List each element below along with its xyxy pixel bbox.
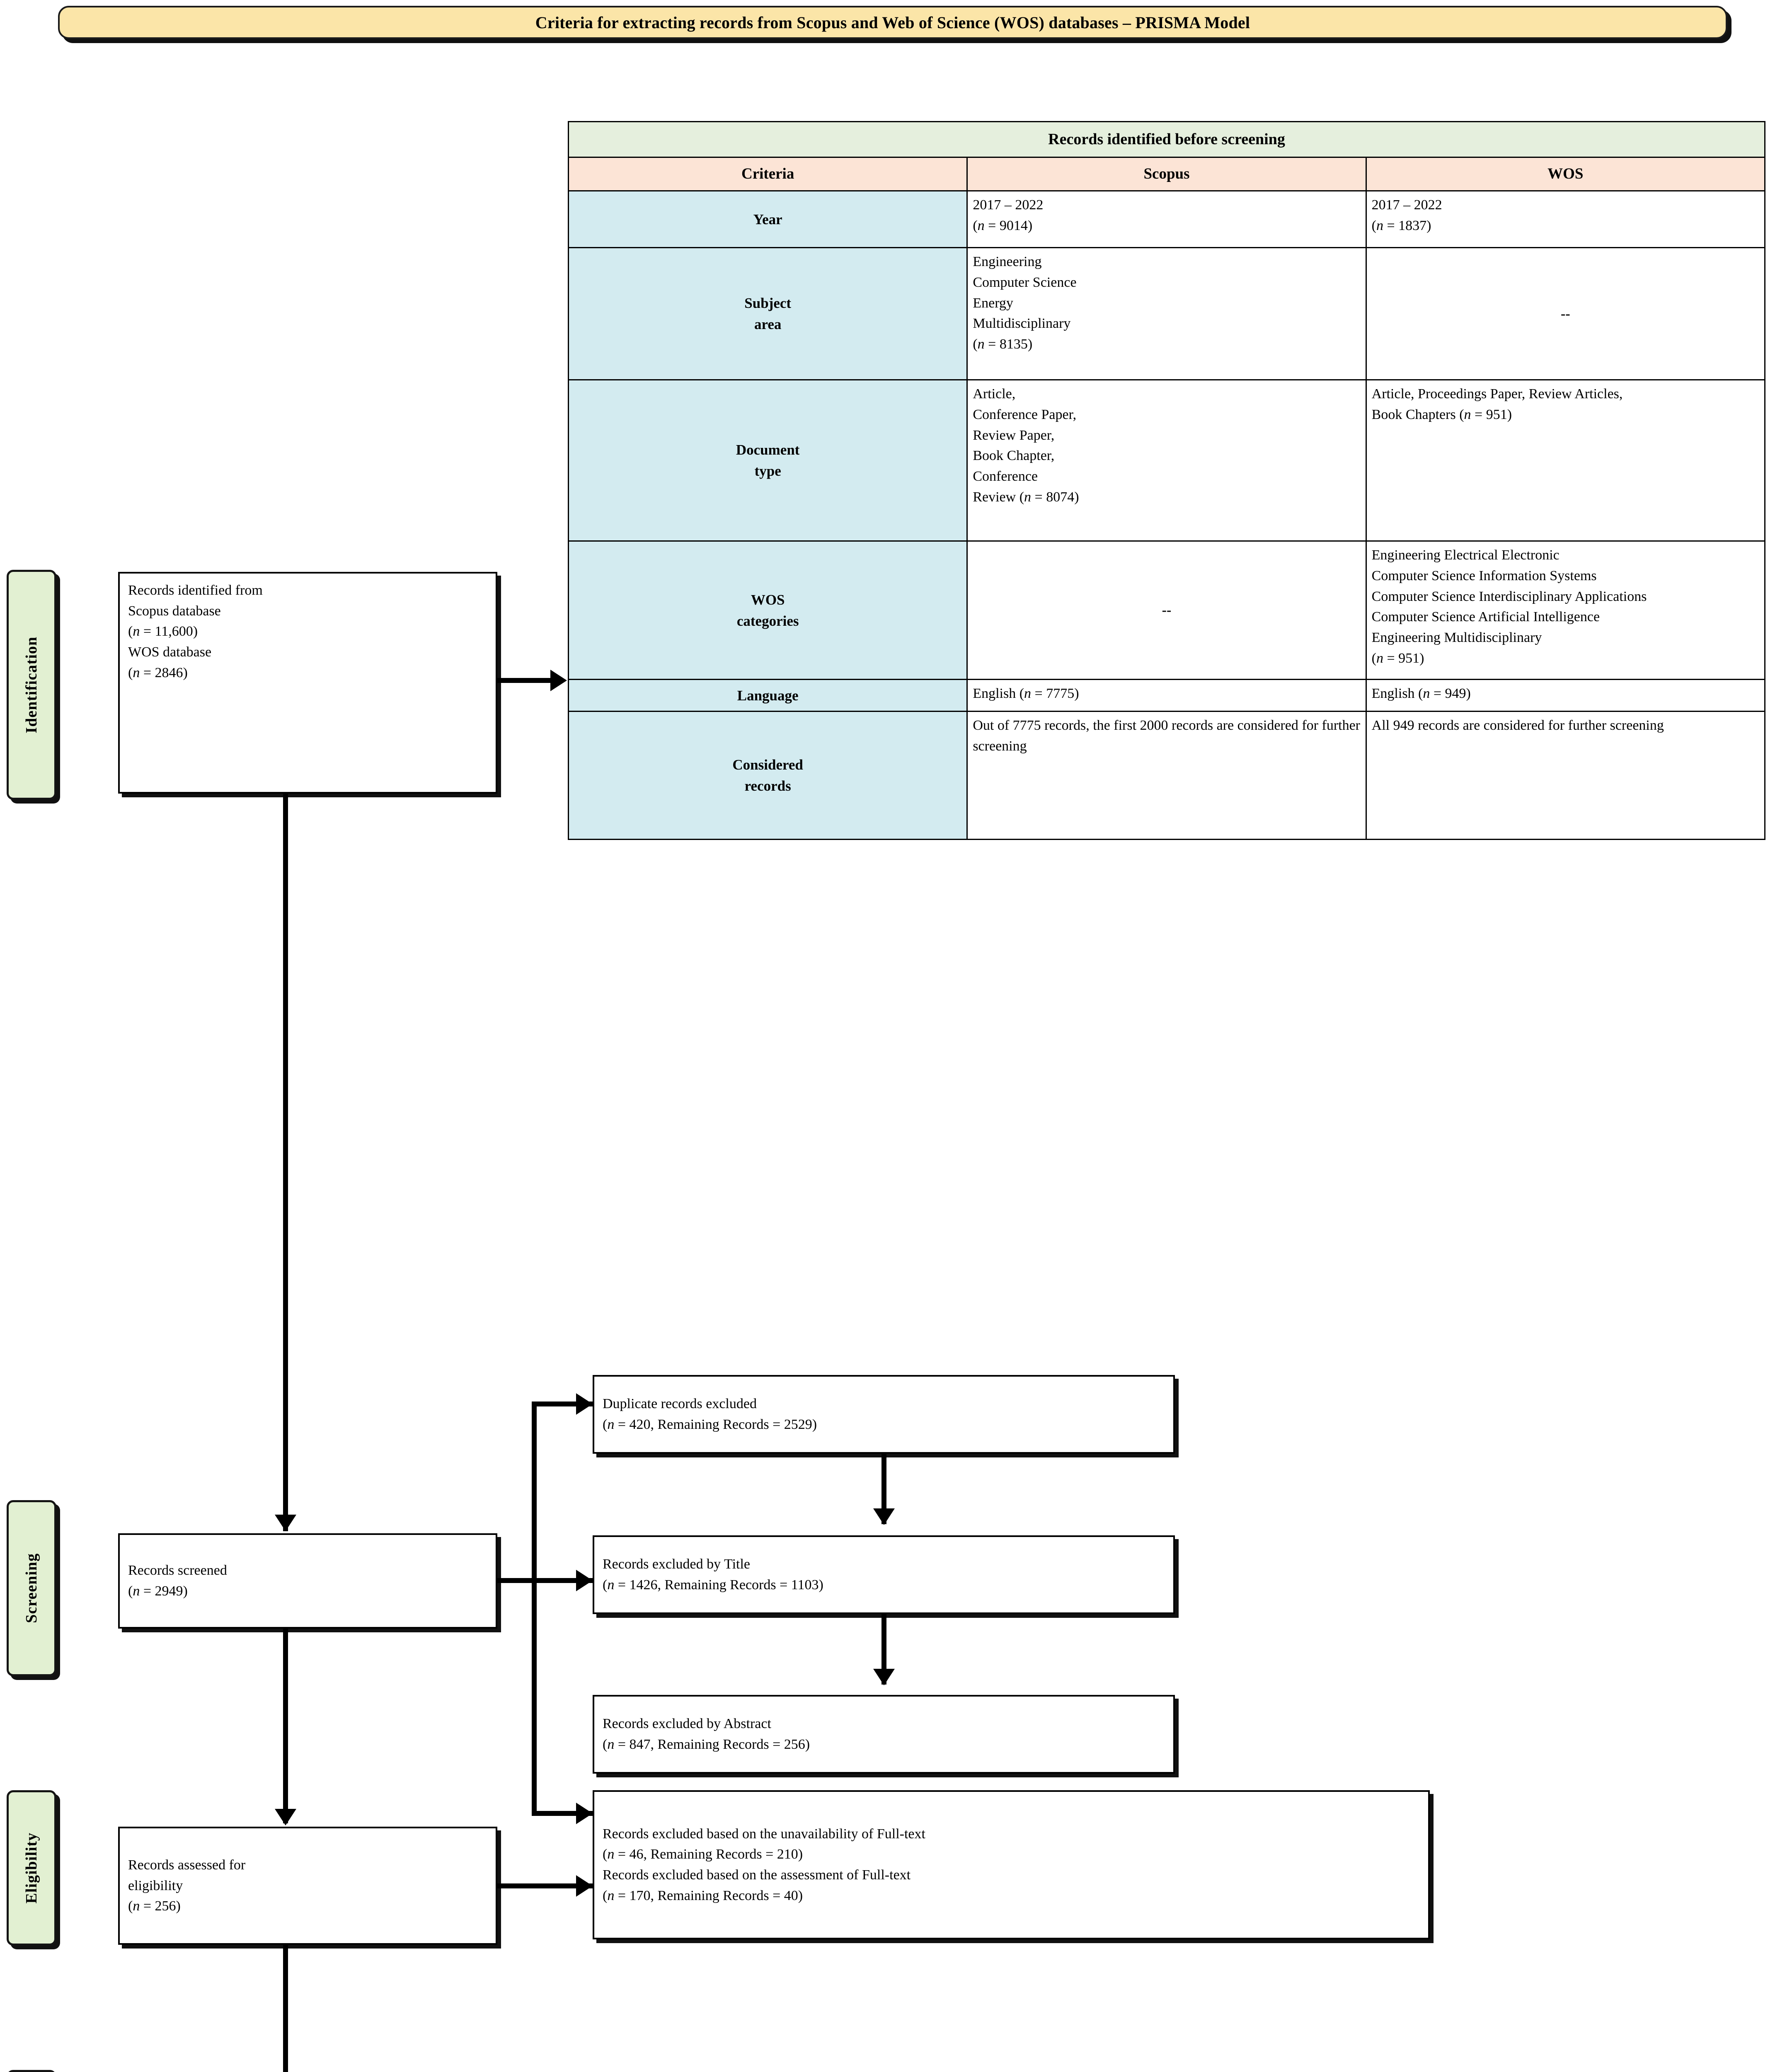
excluded-duplicate-line-2: (n = 420, Remaining Records = 2529) xyxy=(603,1417,817,1432)
col-header-wos: WOS xyxy=(1365,157,1766,192)
eligibility-line-2: eligibility xyxy=(128,1878,183,1893)
arrowhead-identification-to-screened xyxy=(275,1515,296,1531)
connector-screened-to-eligibility xyxy=(283,1629,288,1823)
connector-title-to-abstract xyxy=(881,1614,886,1685)
excluded-fulltext-line-1: Records excluded based on the unavailabi… xyxy=(603,1826,925,1842)
cell-scopus-language: English (n = 7775) xyxy=(966,679,1367,712)
records-screened-line-2: (n = 2949) xyxy=(128,1583,188,1599)
records-screened-line-1: Records screened xyxy=(128,1563,227,1578)
diagram-title-banner: Criteria for extracting records from Sco… xyxy=(58,6,1727,39)
connector-duplicate-to-title xyxy=(881,1454,886,1524)
arrowhead-branch-title xyxy=(576,1570,593,1591)
table-row: Language English (n = 7775) English (n =… xyxy=(567,679,1766,712)
stage-tab-eligibility: Eligibility xyxy=(7,1790,56,1946)
table-band-header: Records identified before screening xyxy=(568,121,1765,158)
stage-tab-identification: Identification xyxy=(7,570,56,800)
cell-scopus-considered-records: Out of 7775 records, the first 2000 reco… xyxy=(966,711,1367,840)
connector-identification-to-table xyxy=(497,678,551,683)
arrowhead-duplicate-to-title xyxy=(873,1508,895,1525)
cell-wos-considered-records: All 949 records are considered for furth… xyxy=(1365,711,1766,840)
records-identified-line-1: Records identified from xyxy=(128,583,263,598)
box-excluded-fulltext: Records excluded based on the unavailabi… xyxy=(593,1790,1430,1939)
cell-wos-year: 2017 – 2022(n = 1837) xyxy=(1365,190,1766,249)
stage-tab-screening: Screening xyxy=(7,1500,56,1676)
stage-label-eligibility: Eligibility xyxy=(23,1832,40,1904)
records-identified-line-2: Scopus database xyxy=(128,603,221,619)
box-excluded-title: Records excluded by Title (n = 1426, Rem… xyxy=(593,1535,1175,1614)
box-excluded-abstract: Records excluded by Abstract (n = 847, R… xyxy=(593,1695,1175,1774)
arrowhead-identification-to-table xyxy=(550,670,567,691)
connector-screened-branch-vertical xyxy=(532,1402,537,1816)
box-records-identified: Records identified from Scopus database … xyxy=(118,572,497,794)
connector-identification-to-screened xyxy=(283,794,288,1531)
connector-eligibility-to-fulltext xyxy=(497,1883,593,1888)
box-records-screened: Records screened (n = 2949) xyxy=(118,1533,497,1629)
connector-eligibility-to-included xyxy=(283,1945,288,2072)
cell-criteria-language: Language xyxy=(567,679,968,712)
box-excluded-duplicate: Duplicate records excluded (n = 420, Rem… xyxy=(593,1375,1175,1454)
arrowhead-eligibility-to-fulltext xyxy=(576,1875,593,1897)
stage-tab-included: Included xyxy=(7,2070,56,2072)
criteria-table: Records identified before screening Crit… xyxy=(567,121,1766,840)
cell-wos-document-type: Article, Proceedings Paper, Review Artic… xyxy=(1365,379,1766,542)
table-band-header-row: Records identified before screening xyxy=(568,121,1765,158)
records-identified-line-4: WOS database xyxy=(128,644,212,660)
stage-label-screening: Screening xyxy=(23,1553,40,1623)
cell-scopus-document-type: Article,Conference Paper,Review Paper,Bo… xyxy=(966,379,1367,542)
excluded-abstract-line-1: Records excluded by Abstract xyxy=(603,1716,771,1732)
table-column-header-row: Criteria Scopus WOS xyxy=(567,157,1766,192)
box-records-eligibility: Records assessed for eligibility (n = 25… xyxy=(118,1827,497,1945)
cell-wos-language: English (n = 949) xyxy=(1365,679,1766,712)
stage-label-identification: Identification xyxy=(23,636,40,733)
excluded-abstract-line-2: (n = 847, Remaining Records = 256) xyxy=(603,1737,810,1752)
arrowhead-branch-duplicate xyxy=(576,1393,593,1415)
cell-criteria-year: Year xyxy=(567,190,968,249)
excluded-duplicate-line-1: Duplicate records excluded xyxy=(603,1396,757,1412)
arrowhead-branch-abstract xyxy=(576,1803,593,1824)
cell-wos-subject-area: -- xyxy=(1365,247,1766,381)
eligibility-line-3: (n = 256) xyxy=(128,1898,181,1914)
excluded-title-line-1: Records excluded by Title xyxy=(603,1556,751,1572)
table-row: Year 2017 – 2022 (n = 9014) 2017 – 2022(… xyxy=(567,190,1766,249)
cell-scopus-wos-categories: -- xyxy=(966,540,1367,680)
diagram-title: Criteria for extracting records from Sco… xyxy=(535,13,1250,32)
records-identified-line-5: (n = 2846) xyxy=(128,665,188,680)
excluded-fulltext-line-3: Records excluded based on the assessment… xyxy=(603,1867,911,1883)
excluded-fulltext-line-2: (n = 46, Remaining Records = 210) xyxy=(603,1847,803,1862)
col-header-scopus: Scopus xyxy=(966,157,1367,192)
eligibility-line-1: Records assessed for xyxy=(128,1857,246,1873)
col-header-criteria: Criteria xyxy=(567,157,968,192)
cell-scopus-year: 2017 – 2022 (n = 9014) xyxy=(966,190,1367,249)
records-identified-line-3: (n = 11,600) xyxy=(128,624,198,639)
excluded-title-line-2: (n = 1426, Remaining Records = 1103) xyxy=(603,1577,823,1593)
arrowhead-title-to-abstract xyxy=(873,1669,895,1685)
excluded-fulltext-line-4: (n = 170, Remaining Records = 40) xyxy=(603,1888,803,1903)
arrowhead-screened-to-eligibility xyxy=(275,1809,296,1825)
